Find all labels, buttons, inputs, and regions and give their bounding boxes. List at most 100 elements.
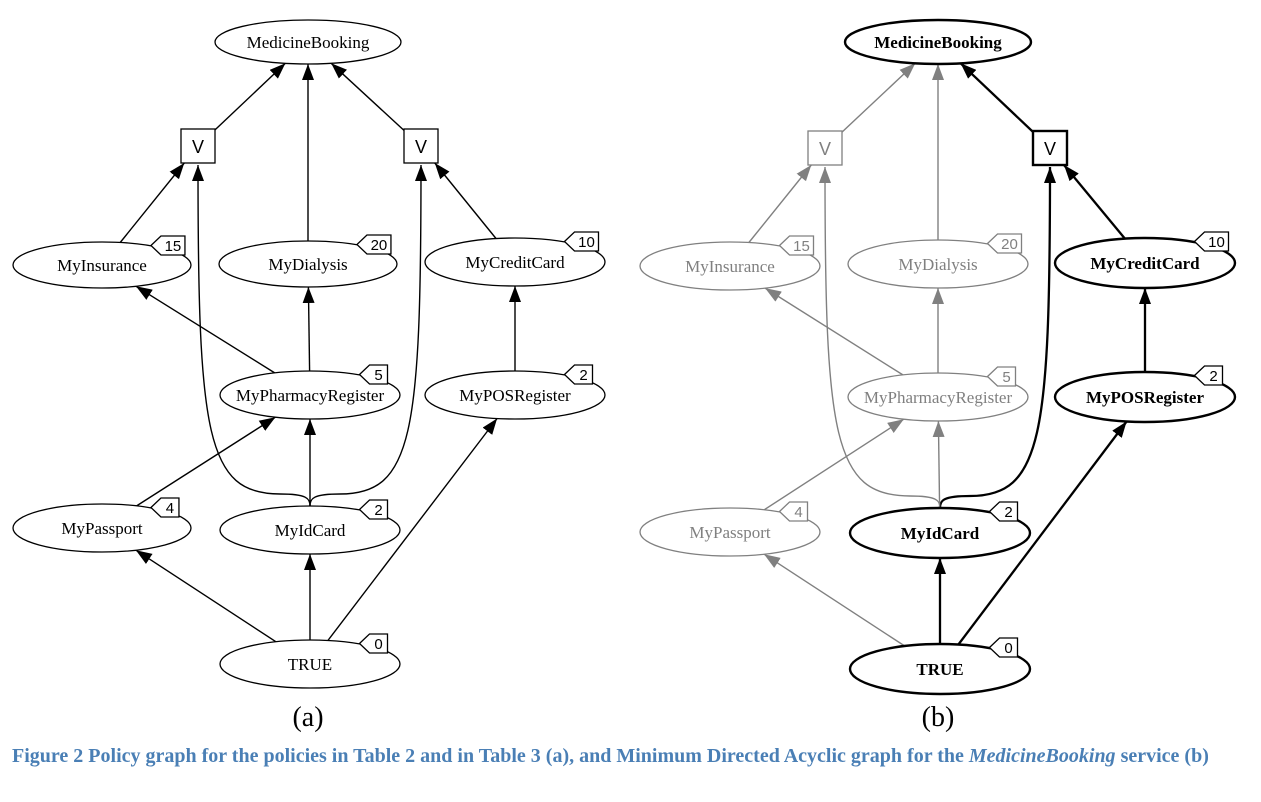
node-label: MyPassport: [61, 519, 143, 538]
node-ellipse: [848, 506, 1032, 560]
edge-or2-to-MedicineBooking: [330, 62, 405, 131]
node-ellipse: [424, 237, 606, 287]
node-ellipse: [847, 239, 1029, 289]
node-ellipse: [214, 19, 402, 65]
edge-TRUE-to-MyPassport: [763, 553, 906, 647]
node-label: TRUE: [916, 660, 963, 679]
badge-shape: [356, 234, 392, 255]
edge-or1-to-MedicineBooking: [841, 62, 916, 133]
node-label: TRUE: [288, 655, 332, 674]
node-badge: 15: [165, 238, 182, 255]
node-ellipse: [219, 370, 401, 420]
node-or1: V: [807, 130, 843, 166]
node-label: MyPharmacyRegister: [864, 388, 1013, 407]
edge-MyCreditCard-to-or2: [1063, 164, 1126, 240]
badge-shape: [358, 633, 389, 654]
edge-MyIdCard-to-or1: [192, 164, 311, 507]
node-ellipse: [218, 240, 398, 288]
node-badge: 2: [1209, 368, 1217, 385]
node-ellipse: [639, 241, 821, 291]
node-badge: 4: [794, 504, 802, 521]
edge-or2-to-MedicineBooking: [959, 62, 1034, 133]
node-ellipse: [1053, 236, 1237, 290]
node-MyDialysis: MyDialysis 20: [847, 233, 1029, 289]
badge-shape: [150, 235, 186, 256]
node-MyIdCard: MyIdCard 2: [219, 499, 401, 555]
node-label: MyIdCard: [275, 521, 346, 540]
node-ellipse: [843, 18, 1033, 66]
or-label: V: [415, 137, 427, 157]
node-label: MyCreditCard: [465, 253, 565, 272]
badge-shape: [988, 637, 1019, 658]
node-badge: 15: [793, 238, 810, 255]
badge-shape: [563, 231, 600, 252]
badge-shape: [150, 497, 180, 518]
node-badge: 10: [1208, 234, 1225, 251]
edge-TRUE-to-MyPOSRegister: [957, 420, 1128, 646]
edge-MyIdCard-to-or2: [938, 166, 1056, 509]
or-box: [1031, 129, 1069, 167]
node-ellipse: [12, 503, 192, 553]
panel-label: (b): [922, 702, 955, 733]
edge-MyInsurance-to-or1: [748, 164, 812, 243]
node-badge: 2: [1004, 504, 1012, 521]
node-label: MyIdCard: [901, 524, 980, 543]
node-ellipse: [12, 241, 192, 289]
node-ellipse: [219, 505, 401, 555]
node-label: MyInsurance: [685, 257, 775, 276]
node-TRUE: TRUE 0: [848, 637, 1032, 696]
node-badge: 0: [1004, 640, 1012, 657]
node-ellipse: [848, 642, 1032, 696]
edge-TRUE-to-MyPassport: [135, 549, 277, 643]
node-MyInsurance: MyInsurance 15: [639, 235, 821, 291]
node-badge: 2: [374, 502, 382, 519]
node-label: MyPOSRegister: [1086, 388, 1204, 407]
figure-caption: Figure 2 Policy graph for the policies i…: [12, 742, 1240, 770]
node-ellipse: [1053, 370, 1237, 424]
node-badge: 5: [374, 367, 382, 384]
badge-shape: [778, 501, 809, 522]
node-badge: 10: [578, 234, 595, 251]
node-label: MyPOSRegister: [459, 386, 571, 405]
badge-shape: [986, 233, 1023, 254]
node-label: MyDialysis: [268, 255, 347, 274]
node-ellipse: [639, 507, 821, 557]
panel-label: (a): [292, 702, 323, 733]
node-MedicineBooking: MedicineBooking: [214, 19, 402, 65]
node-label: MyInsurance: [57, 256, 147, 275]
edge-MyPharmacyRegister-to-MyInsurance: [764, 287, 904, 376]
node-ellipse: [219, 639, 401, 689]
caption-service-name: MedicineBooking: [968, 745, 1116, 767]
edge-MyIdCard-to-or2: [309, 164, 427, 507]
edge-MyPassport-to-MyPharmacyRegister: [136, 416, 276, 507]
node-MedicineBooking: MedicineBooking: [843, 18, 1033, 66]
node-badge: 20: [1001, 236, 1018, 253]
node-ellipse: [424, 370, 606, 420]
badge-shape: [778, 235, 815, 256]
edge-MyPharmacyRegister-to-MyDialysis: [302, 286, 315, 372]
node-MyPOSRegister: MyPOSRegister 2: [1053, 365, 1237, 424]
or-box: [403, 128, 439, 164]
node-label: MedicineBooking: [874, 33, 1002, 52]
badge-shape: [563, 364, 594, 385]
badge-shape: [988, 501, 1019, 522]
node-MyCreditCard: MyCreditCard 10: [424, 231, 606, 287]
node-badge: 2: [579, 367, 587, 384]
node-MyPharmacyRegister: MyPharmacyRegister 5: [847, 366, 1029, 422]
node-label: MyDialysis: [898, 255, 977, 274]
node-label: MyPharmacyRegister: [236, 386, 385, 405]
node-badge: 5: [1002, 369, 1010, 386]
caption-text: Figure 2 Policy graph for the policies i…: [12, 745, 969, 767]
or-label: V: [819, 139, 831, 159]
or-label: V: [192, 137, 204, 157]
badge-shape: [1193, 365, 1224, 386]
edge-MyPassport-to-MyPharmacyRegister: [763, 418, 905, 511]
node-MyPharmacyRegister: MyPharmacyRegister 5: [219, 364, 401, 420]
edge-MyPharmacyRegister-to-MyInsurance: [135, 285, 276, 374]
